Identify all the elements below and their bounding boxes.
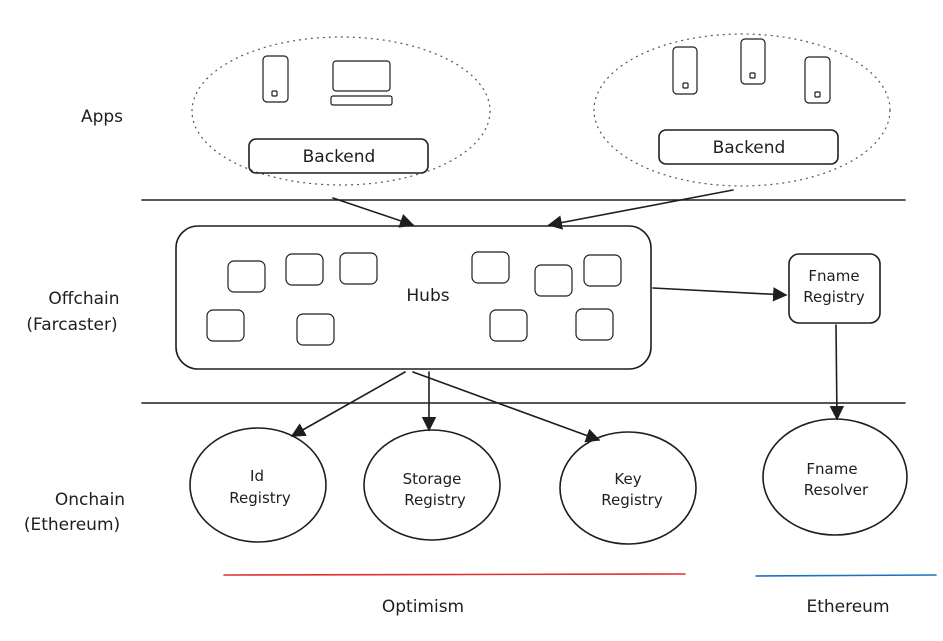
storage-registry-label-line1: Storage — [403, 470, 462, 488]
hub-node — [489, 309, 528, 342]
storage-registry: Storage Registry — [363, 429, 501, 541]
hub-node — [575, 308, 614, 341]
phone-icon — [804, 56, 831, 104]
id-registry-circle — [189, 427, 327, 543]
key-registry: Key Registry — [559, 431, 697, 545]
layer-label-offchain-sub: (Farcaster) — [26, 315, 117, 335]
fname-resolver-label-line2: Resolver — [804, 481, 869, 499]
backend-box-right — [658, 129, 839, 165]
app-cluster-right-boundary — [593, 33, 891, 187]
optimism-label: Optimism — [382, 597, 464, 617]
phone-button-icon — [749, 72, 756, 79]
storage-registry-circle — [363, 429, 501, 541]
backend-label-left: Backend — [303, 147, 376, 167]
hub-node — [583, 254, 622, 287]
phone-icon — [672, 46, 698, 95]
layer-label-onchain-sub: (Ethereum) — [24, 515, 120, 535]
fname-resolver-circle — [762, 418, 908, 536]
phone-button-icon — [682, 82, 689, 89]
desktop-monitor-icon — [332, 60, 391, 92]
hubs-label: Hubs — [406, 286, 449, 306]
fname-resolver-label-line1: Fname — [806, 460, 857, 478]
layer-label-apps: Apps — [81, 107, 123, 127]
layer-label-offchain: Offchain — [48, 289, 119, 309]
app-cluster-left-boundary — [191, 36, 491, 186]
hubs-cluster: Hubs — [175, 225, 652, 370]
id-registry-label-line2: Registry — [229, 489, 291, 507]
id-registry: Id Registry — [189, 427, 327, 543]
key-registry-circle — [559, 431, 697, 545]
arrow-backend-left-to-hubs — [332, 197, 415, 228]
app-cluster-left: Backend — [191, 36, 491, 186]
key-registry-label-line1: Key — [614, 470, 641, 488]
arrow-hubs-to-fname-registry — [652, 287, 788, 302]
layer-label-onchain: Onchain — [55, 490, 125, 510]
fname-registry-label-line2: Registry — [803, 288, 865, 306]
fname-registry-box — [788, 253, 881, 324]
arrow-hubs-to-id-registry — [290, 371, 406, 437]
arrow-hubs-to-key-registry — [412, 371, 601, 443]
optimism-bracket-line — [223, 573, 686, 576]
hub-node — [227, 260, 266, 293]
ethereum-bracket-line — [755, 574, 937, 577]
desktop-keyboard-icon — [330, 95, 393, 106]
hubs-box — [175, 225, 652, 370]
hub-node — [339, 252, 378, 285]
hub-node — [285, 253, 324, 286]
backend-box-left — [248, 138, 429, 174]
phone-button-icon — [814, 91, 821, 98]
hub-node — [471, 251, 510, 284]
key-registry-label-line2: Registry — [601, 491, 663, 509]
arrow-backend-right-to-hubs — [547, 189, 734, 230]
ethereum-label: Ethereum — [806, 597, 889, 617]
phone-icon — [262, 55, 289, 103]
fname-registry: Fname Registry — [788, 253, 881, 324]
phone-icon — [740, 38, 766, 85]
phone-button-icon — [271, 90, 278, 97]
fname-registry-label-line1: Fname — [808, 267, 859, 285]
id-registry-label-line1: Id — [250, 467, 264, 485]
hub-node — [534, 264, 573, 297]
app-cluster-right: Backend — [593, 33, 891, 187]
backend-label-right: Backend — [713, 138, 786, 158]
arrow-fname-registry-to-resolver — [829, 324, 845, 421]
hub-node — [206, 309, 245, 342]
fname-resolver: Fname Resolver — [762, 418, 908, 536]
hub-node — [296, 313, 335, 346]
storage-registry-label-line2: Registry — [404, 491, 466, 509]
